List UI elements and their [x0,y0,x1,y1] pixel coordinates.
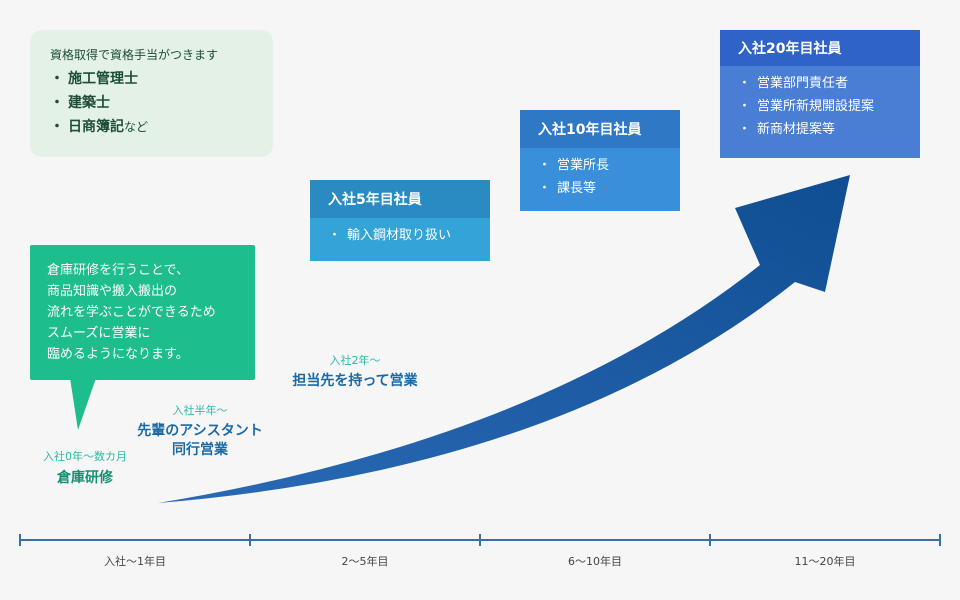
stage-title: 同行営業 [172,442,228,458]
card-title: 入社20年目社員 [720,30,920,66]
stage-warehouse-training: 入社0年〜数カ月 倉庫研修 [20,448,150,488]
qualification-item: ・日商簿記など [50,119,149,135]
stage-period: 入社2年〜 [329,354,381,367]
card-item: ・営業所長 [538,158,610,173]
stage-period: 入社半年〜 [172,404,228,417]
timeline-tick [19,534,21,546]
qualification-suffix: など [124,120,149,134]
card-item: ・新商材提案等 [738,122,836,137]
timeline-tick [709,534,711,546]
bubble-tail [70,378,96,430]
stage-title: 倉庫研修 [57,470,113,486]
bubble-line: 流れを学ぶことができるため [47,305,216,320]
qualification-intro: 資格取得で資格手当がつきます [50,48,219,62]
bubble-line: 商品知識や搬入搬出の [47,284,178,299]
qualification-item: ・施工管理士 [50,71,138,87]
card-item: ・営業部門責任者 [738,76,849,91]
stage-assistant: 入社半年〜 先輩のアシスタント 同行営業 [125,402,275,460]
timeline-label: 入社〜1年目 [104,555,166,568]
card-list: ・営業部門責任者 ・営業所新規開設提案 ・新商材提案等 [720,66,920,141]
bubble-line: 倉庫研修を行うことで、 [47,263,190,278]
qualification-list: ・施工管理士 ・建築士 ・日商簿記など [50,67,273,139]
timeline-tick [249,534,251,546]
timeline-tick [479,534,481,546]
growth-arrow-shape [158,175,850,503]
stage-period: 入社0年〜数カ月 [43,450,127,463]
card-year20: 入社20年目社員 ・営業部門責任者 ・営業所新規開設提案 ・新商材提案等 [720,30,920,158]
card-year10: 入社10年目社員 ・営業所長 ・課長等 [520,110,680,211]
card-title: 入社5年目社員 [310,180,490,218]
timeline-label: 11〜20年目 [794,555,856,568]
card-list: ・輸入鋼材取り扱い [310,218,490,247]
stage-title: 担当先を持って営業 [292,373,418,389]
timeline-tick [939,534,941,546]
qualification-item: ・建築士 [50,95,110,111]
bubble-line: スムーズに営業に [47,326,151,341]
stage-title: 先輩のアシスタント [137,423,263,439]
stage-own-accounts: 入社2年〜 担当先を持って営業 [275,352,435,391]
card-year5: 入社5年目社員 ・輸入鋼材取り扱い [310,180,490,261]
card-item: ・営業所新規開設提案 [738,99,875,114]
card-list: ・営業所長 ・課長等 [520,148,680,200]
training-bubble: 倉庫研修を行うことで、 商品知識や搬入搬出の 流れを学ぶことができるため スムー… [30,245,255,380]
timeline-label: 6〜10年目 [568,555,622,568]
card-title: 入社10年目社員 [520,110,680,148]
qualification-box: 資格取得で資格手当がつきます ・施工管理士 ・建築士 ・日商簿記など [30,30,273,157]
bubble-line: 臨めるようになります。 [47,347,189,362]
card-item: ・課長等 [538,181,597,196]
card-item: ・輸入鋼材取り扱い [328,228,452,243]
timeline-label: 2〜5年目 [341,555,389,568]
